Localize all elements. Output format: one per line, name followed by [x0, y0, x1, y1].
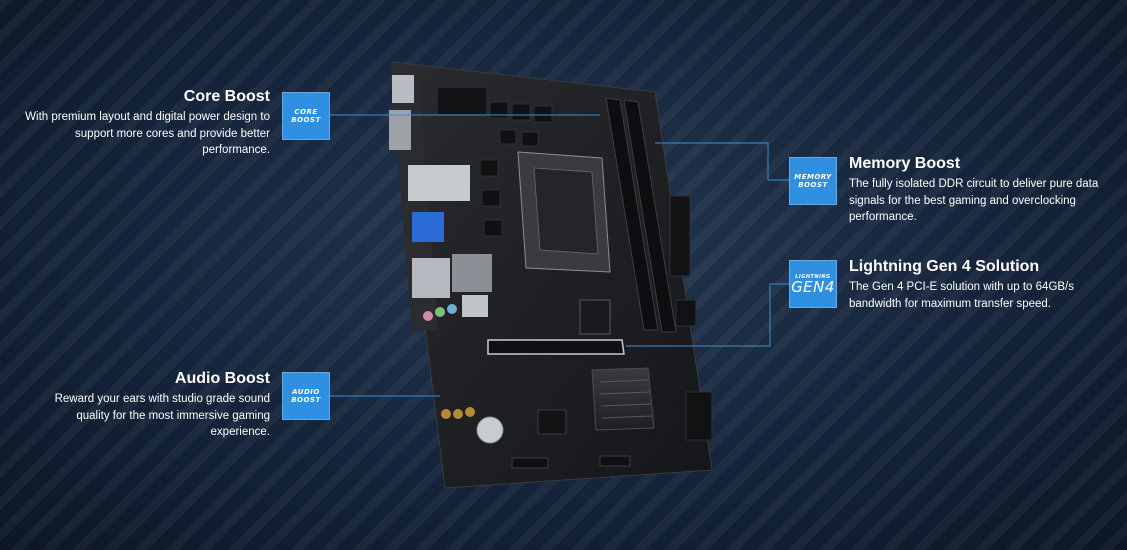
feature-description: With premium layout and digital power de…: [25, 111, 270, 156]
feature-title: Lightning Gen 4 Solution: [849, 258, 1040, 275]
memory-boost-line: [655, 142, 789, 181]
badge-line: BOOST: [291, 396, 321, 404]
badge-line: MEMORY: [794, 173, 832, 181]
feature-description: The Gen 4 PCI-E solution with up to 64GB…: [849, 281, 1075, 310]
lightning-gen4-feature: Lightning Gen 4 Solution The Gen 4 PCI-E…: [849, 257, 1104, 312]
gen4-line: [626, 283, 789, 347]
feature-title: Core Boost: [183, 88, 270, 105]
badge-line: LIGHTNING: [795, 273, 831, 280]
badge-line: CORE: [294, 108, 318, 116]
feature-title: Memory Boost: [849, 155, 961, 172]
badge-line: BOOST: [291, 116, 321, 124]
feature-title: Audio Boost: [174, 370, 270, 387]
memory-boost-feature: Memory Boost The fully isolated DDR circ…: [849, 154, 1104, 226]
audio-boost-feature: Audio Boost Reward your ears with studio…: [20, 369, 270, 441]
lightning-gen4-icon: LIGHTNING GEN4: [789, 260, 837, 308]
audio-boost-icon: AUDIO BOOST: [282, 372, 330, 420]
core-boost-feature: Core Boost With premium layout and digit…: [20, 87, 270, 159]
memory-boost-icon: MEMORY BOOST: [789, 157, 837, 205]
core-boost-icon: CORE BOOST: [282, 92, 330, 140]
badge-line: BOOST: [798, 181, 828, 189]
badge-line: AUDIO: [292, 388, 320, 396]
badge-line: GEN4: [791, 277, 835, 296]
feature-description: The fully isolated DDR circuit to delive…: [849, 178, 1099, 223]
feature-description: Reward your ears with studio grade sound…: [54, 393, 270, 438]
